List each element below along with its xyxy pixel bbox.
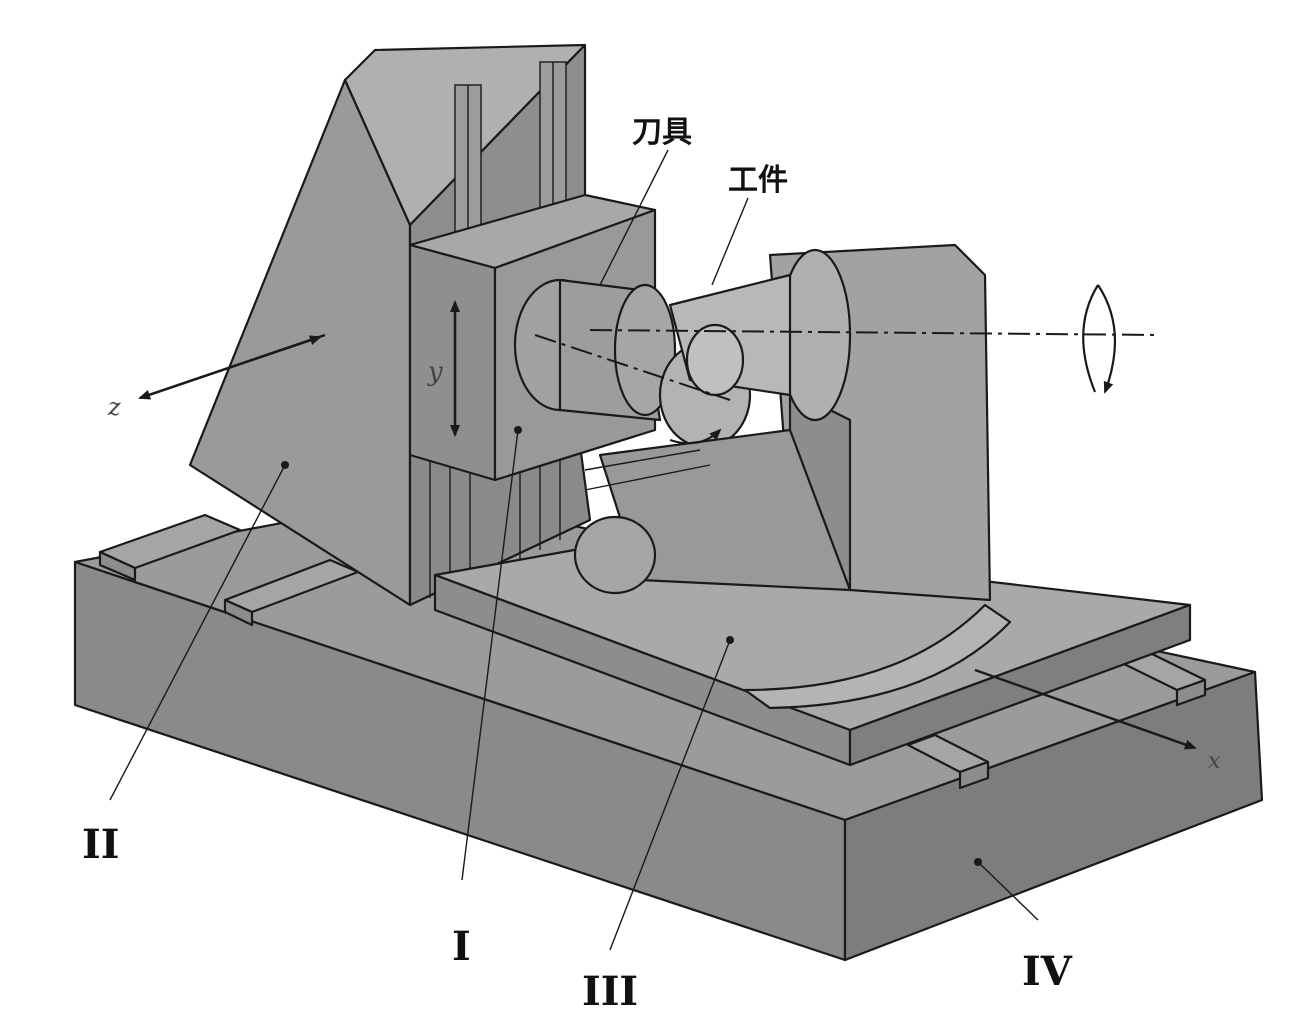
y-axis-label: y bbox=[427, 357, 443, 387]
rotary-disc bbox=[743, 603, 1012, 710]
guide-block-left-2-side bbox=[223, 598, 254, 627]
dot-I bbox=[514, 426, 522, 434]
workpiece-label: 工件 bbox=[728, 163, 788, 198]
tool-label: 刀具 bbox=[632, 115, 692, 150]
component-label-I: I bbox=[452, 923, 471, 970]
guide-block-left-1-side bbox=[98, 550, 137, 582]
text-labels: 刀具 工件 I II III IV z y x bbox=[82, 115, 1221, 1015]
spindle-nose bbox=[613, 283, 677, 417]
x-axis-label: x bbox=[1208, 749, 1221, 774]
guide-block-right-1-side bbox=[1175, 678, 1207, 707]
component-label-III: III bbox=[582, 968, 638, 1015]
dot-III bbox=[726, 636, 734, 644]
rotation-arc-right bbox=[1097, 284, 1117, 394]
cutter-rotation-arrow bbox=[669, 428, 722, 445]
z-axis-arrow-back bbox=[139, 335, 322, 400]
workpiece-leader bbox=[711, 197, 749, 286]
leader-IV bbox=[977, 861, 1039, 921]
leader-II bbox=[109, 464, 286, 801]
dot-IV bbox=[974, 858, 982, 866]
headstock-left-face bbox=[408, 243, 497, 482]
slide-rail-2 bbox=[584, 464, 711, 491]
column bbox=[188, 43, 592, 607]
z-axis-label: z bbox=[107, 393, 121, 421]
slide-rail-1 bbox=[584, 449, 701, 471]
leader-lines bbox=[109, 149, 1039, 951]
workpiece-end bbox=[685, 323, 745, 397]
leader-I bbox=[461, 429, 519, 881]
rotation-arc-left bbox=[1082, 284, 1099, 393]
leader-III bbox=[609, 639, 731, 951]
rotary-pivot bbox=[573, 515, 657, 595]
headstock bbox=[408, 193, 752, 482]
tool-axis-line bbox=[534, 334, 731, 401]
component-label-II: II bbox=[82, 821, 119, 868]
dot-II bbox=[281, 461, 289, 469]
guide-block-right-2-side bbox=[958, 760, 990, 790]
x-axis-arrow bbox=[974, 668, 1197, 750]
tool-leader bbox=[599, 149, 669, 286]
axis-markings bbox=[138, 284, 1197, 750]
component-label-IV: IV bbox=[1022, 948, 1073, 995]
spindle-axis-line bbox=[589, 329, 1161, 336]
